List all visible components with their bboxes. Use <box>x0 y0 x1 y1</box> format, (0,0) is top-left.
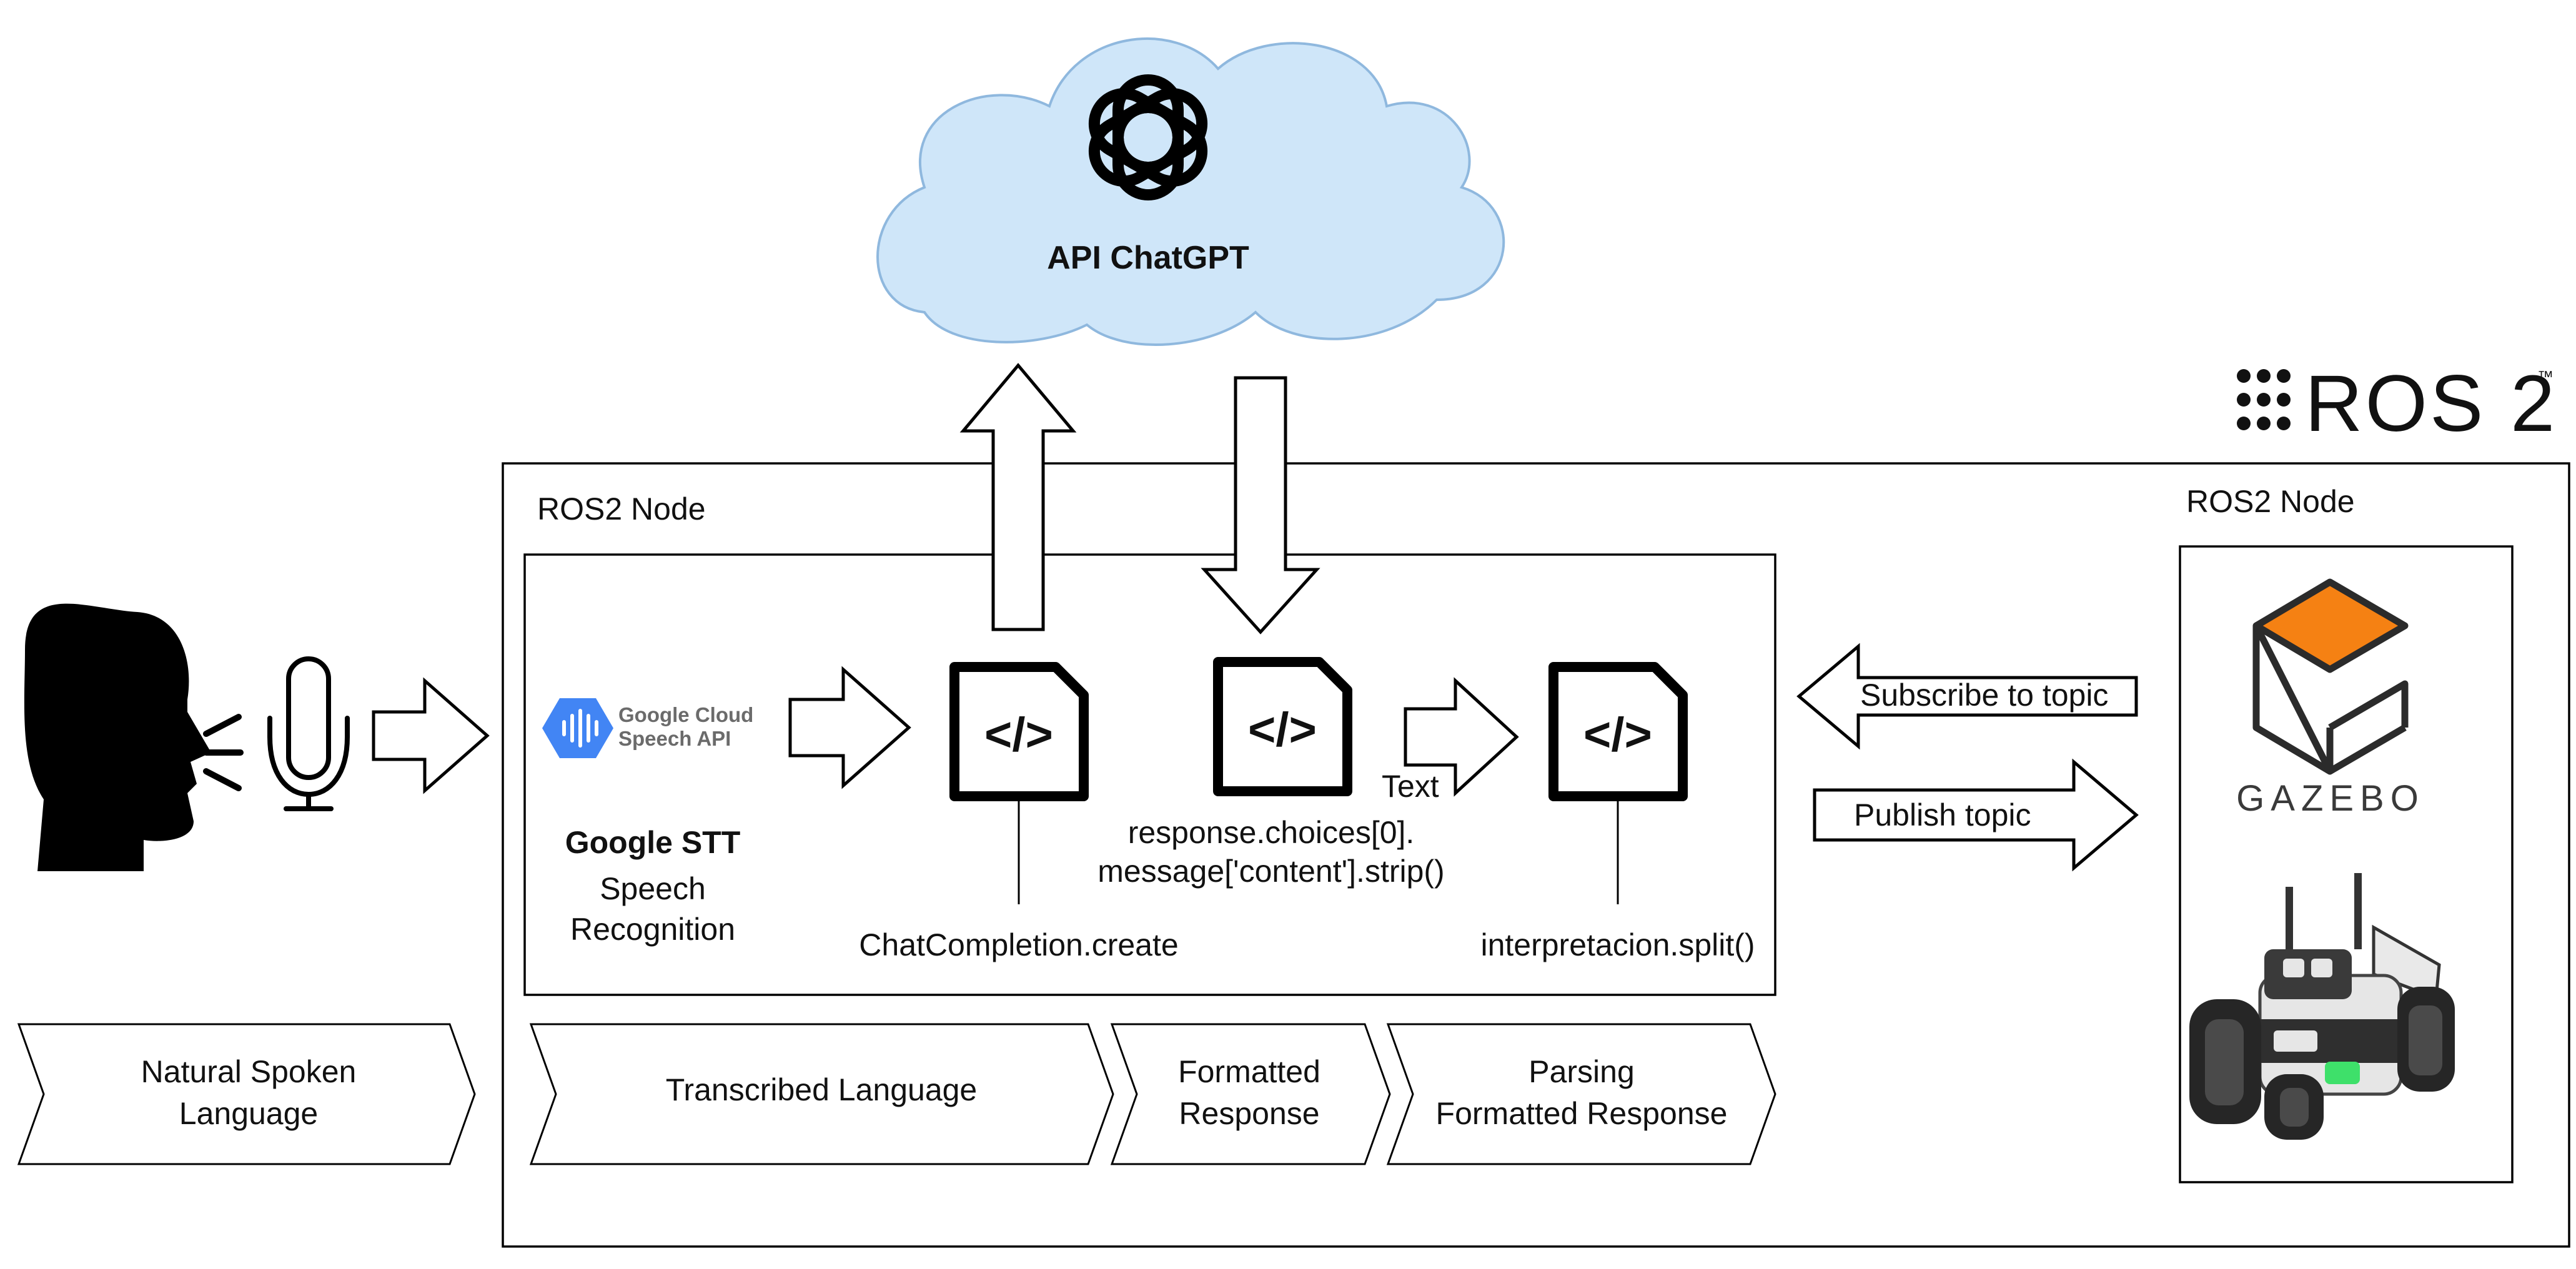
speaking-head-icon <box>24 603 244 871</box>
stage-4-line1: Parsing <box>1528 1054 1635 1089</box>
stage-2-line1: Transcribed Language <box>666 1072 978 1107</box>
cloud-label: API ChatGPT <box>1047 240 1249 276</box>
microphone-icon <box>267 656 350 811</box>
text-label: Text <box>1382 769 1439 804</box>
chatgpt-cloud: API ChatGPT <box>876 37 1505 346</box>
arrow-down-from-api <box>1201 376 1320 634</box>
stage-4-line2: Formatted Response <box>1436 1096 1728 1131</box>
outer-node-label: ROS2 Node <box>537 491 706 526</box>
stage-1-line1: Natural Spoken <box>141 1054 357 1089</box>
create-caption: ChatCompletion.create <box>859 927 1178 962</box>
arrow-up-to-api <box>959 363 1077 631</box>
gazebo-label: GAZEBO <box>2236 778 2425 819</box>
arrow-response-to-split <box>1404 677 1519 797</box>
stage-1-line2: Language <box>179 1096 318 1131</box>
stage-chevron-2 <box>529 1023 1114 1165</box>
google-logo-line1: Google Cloud <box>618 703 753 726</box>
svg-text:</>: </> <box>1248 703 1317 756</box>
stage-3-line1: Formatted <box>1178 1054 1320 1089</box>
stage-3-line2: Response <box>1179 1096 1319 1131</box>
ros2-logo: ROS 2 ™ <box>2237 359 2557 448</box>
publish-topic-label: Publish topic <box>1854 797 2031 832</box>
ros2-dots-icon <box>2237 369 2291 430</box>
stage-chevron-4 <box>1386 1023 1776 1165</box>
split-caption: interpretacion.split() <box>1480 927 1755 962</box>
stage-chevron-3 <box>1110 1023 1391 1165</box>
google-stt-title: Google STT <box>565 825 741 860</box>
stage-chevron-1 <box>17 1023 476 1165</box>
code-file-icon-response: </> <box>1213 657 1352 796</box>
response-line1: response.choices[0]. <box>1128 815 1415 850</box>
ros2-logo-tm: ™ <box>2537 367 2554 386</box>
code-file-icon-split: </> <box>1548 662 1688 801</box>
robot-image <box>2189 873 2455 1140</box>
google-logo-line2: Speech API <box>618 727 731 750</box>
arrow-mic-to-stt <box>372 677 490 794</box>
arrow-stt-to-create <box>788 666 911 789</box>
svg-text:</>: </> <box>984 708 1053 761</box>
svg-text:</>: </> <box>1583 708 1652 761</box>
google-cloud-speech-logo: Google Cloud Speech API <box>542 698 753 758</box>
openai-logo-icon <box>1088 74 1208 200</box>
arrow-subscribe-topic <box>1796 643 2138 750</box>
ros2-logo-text: ROS 2 <box>2305 359 2557 448</box>
right-node-label: ROS2 Node <box>2186 484 2355 519</box>
gazebo-logo: GAZEBO <box>2236 578 2425 819</box>
response-line2: message['content'].strip() <box>1097 854 1444 889</box>
code-file-icon-create: </> <box>949 662 1089 801</box>
google-stt-line1: Speech <box>600 871 706 906</box>
subscribe-topic-label: Subscribe to topic <box>1860 678 2108 713</box>
google-stt-line2: Recognition <box>570 912 735 947</box>
arrow-publish-topic <box>1813 758 2139 872</box>
